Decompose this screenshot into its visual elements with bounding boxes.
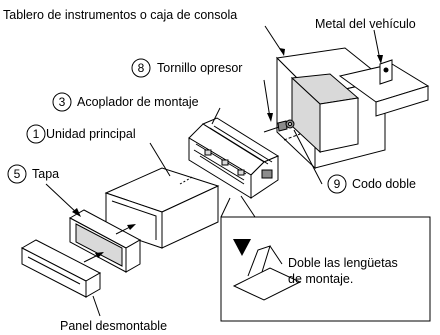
label-double-nut: Codo doble xyxy=(352,177,416,191)
label-dashboard: Tablero de instrumentos o caja de consol… xyxy=(3,8,237,22)
assembly-arrows xyxy=(83,133,301,263)
cover-frame xyxy=(68,209,142,273)
number-9: 9 xyxy=(334,177,341,191)
mounting-sleeve xyxy=(188,117,280,199)
number-3: 3 xyxy=(59,95,66,109)
main-unit-box xyxy=(104,167,220,249)
screw-part xyxy=(263,120,288,133)
label-screw: Tornillo opresor xyxy=(157,61,242,75)
callout-8: 8 xyxy=(131,58,151,78)
callout-1: 1 xyxy=(26,124,46,144)
label-bend-line2: de montaje. xyxy=(288,272,353,286)
label-bend-line1: Doble las lengüetas xyxy=(288,256,398,270)
bend-detail-callout xyxy=(220,195,431,322)
dashboard-frame xyxy=(275,47,387,170)
leader-lines xyxy=(45,25,383,317)
number-5: 5 xyxy=(14,167,21,181)
label-detachable-panel: Panel desmontable xyxy=(60,319,167,333)
callout-9: 9 xyxy=(327,174,347,194)
bend-arrow-icon xyxy=(233,239,251,256)
label-cover: Tapa xyxy=(32,167,59,181)
callout-5: 5 xyxy=(7,164,27,184)
label-mounting-sleeve: Acoplador de montaje xyxy=(77,95,199,109)
label-main-unit: Unidad principal xyxy=(46,127,136,141)
label-vehicle-metal: Metal del vehículo xyxy=(315,17,416,31)
number-1: 1 xyxy=(33,127,40,141)
number-8: 8 xyxy=(138,61,145,75)
callout-3: 3 xyxy=(52,92,72,112)
vehicle-metal xyxy=(338,59,430,117)
detachable-panel xyxy=(20,239,102,298)
bracket-hole-icon xyxy=(383,67,389,73)
double-nut-part xyxy=(285,119,295,129)
